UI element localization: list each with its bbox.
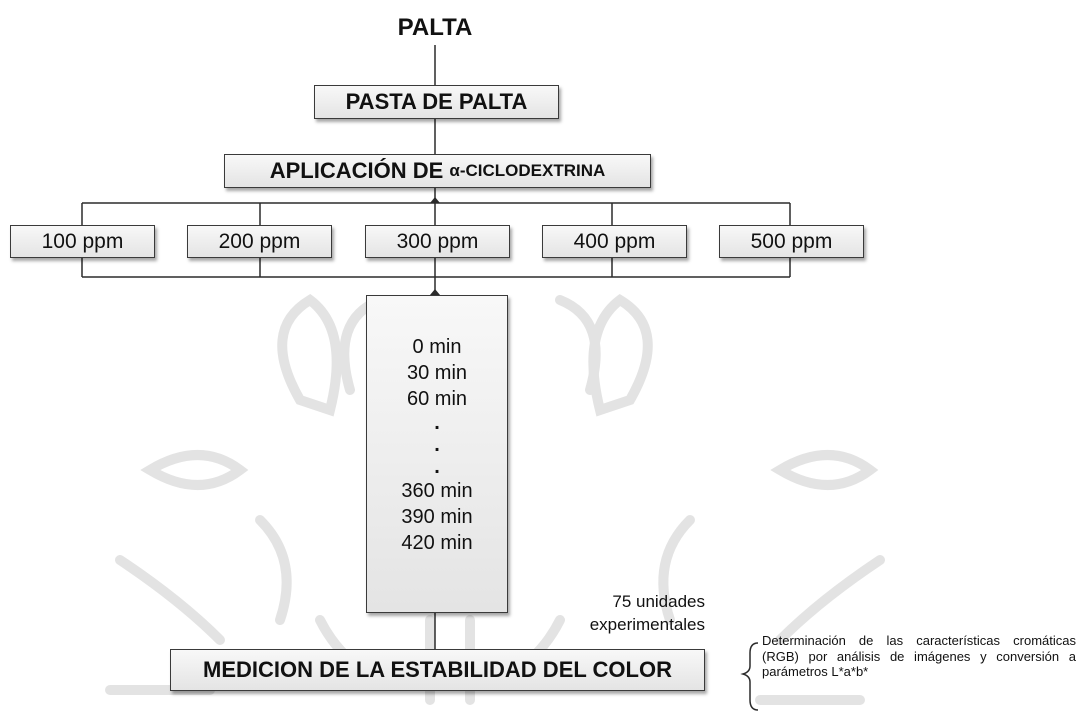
measurement-note: Determinación de las características cro…: [762, 633, 1076, 679]
time-label: 360 min: [401, 480, 473, 502]
concentration-box-100: 100 ppm: [10, 225, 155, 258]
concentration-box-400: 400 ppm: [542, 225, 687, 258]
application-step-prefix: APLICACIÓN DE: [269, 158, 450, 183]
paste-step-label: PASTA DE PALTA: [345, 89, 528, 114]
time-label: 420 min: [401, 532, 473, 554]
units-line-2: experimentales: [589, 615, 705, 634]
application-step-agent: α-CICLODEXTRINA: [449, 161, 606, 180]
concentration-box-300: 300 ppm: [365, 225, 510, 258]
concentration-box-500: 500 ppm: [719, 225, 864, 258]
time-intervals-box: 0 min 30 min 60 min . . . 360 min 390 mi…: [366, 295, 508, 613]
diagram-title: PALTA: [397, 14, 473, 41]
time-label: 390 min: [401, 506, 473, 528]
application-step-box: APLICACIÓN DE α-CICLODEXTRINA: [224, 154, 651, 188]
paste-step-box: PASTA DE PALTA: [314, 85, 559, 119]
concentration-label: 100 ppm: [41, 229, 124, 253]
time-label: 0 min: [412, 336, 462, 358]
concentration-label: 400 ppm: [573, 229, 656, 253]
units-line-1: 75 unidades: [612, 592, 705, 611]
concentration-label: 500 ppm: [750, 229, 833, 253]
experimental-units-label: 75 unidades experimentales: [555, 590, 705, 636]
time-label: 30 min: [406, 362, 468, 384]
concentration-label: 300 ppm: [396, 229, 479, 253]
measure-step-label: MEDICION DE LA ESTABILIDAD DEL COLOR: [203, 657, 672, 682]
ellipsis-dot: .: [434, 434, 440, 456]
concentration-box-200: 200 ppm: [187, 225, 332, 258]
time-label: 60 min: [406, 388, 468, 410]
ellipsis-dot: .: [434, 412, 440, 434]
ellipsis-dot: .: [434, 456, 440, 478]
measure-step-box: MEDICION DE LA ESTABILIDAD DEL COLOR: [170, 649, 705, 691]
concentration-label: 200 ppm: [218, 229, 301, 253]
